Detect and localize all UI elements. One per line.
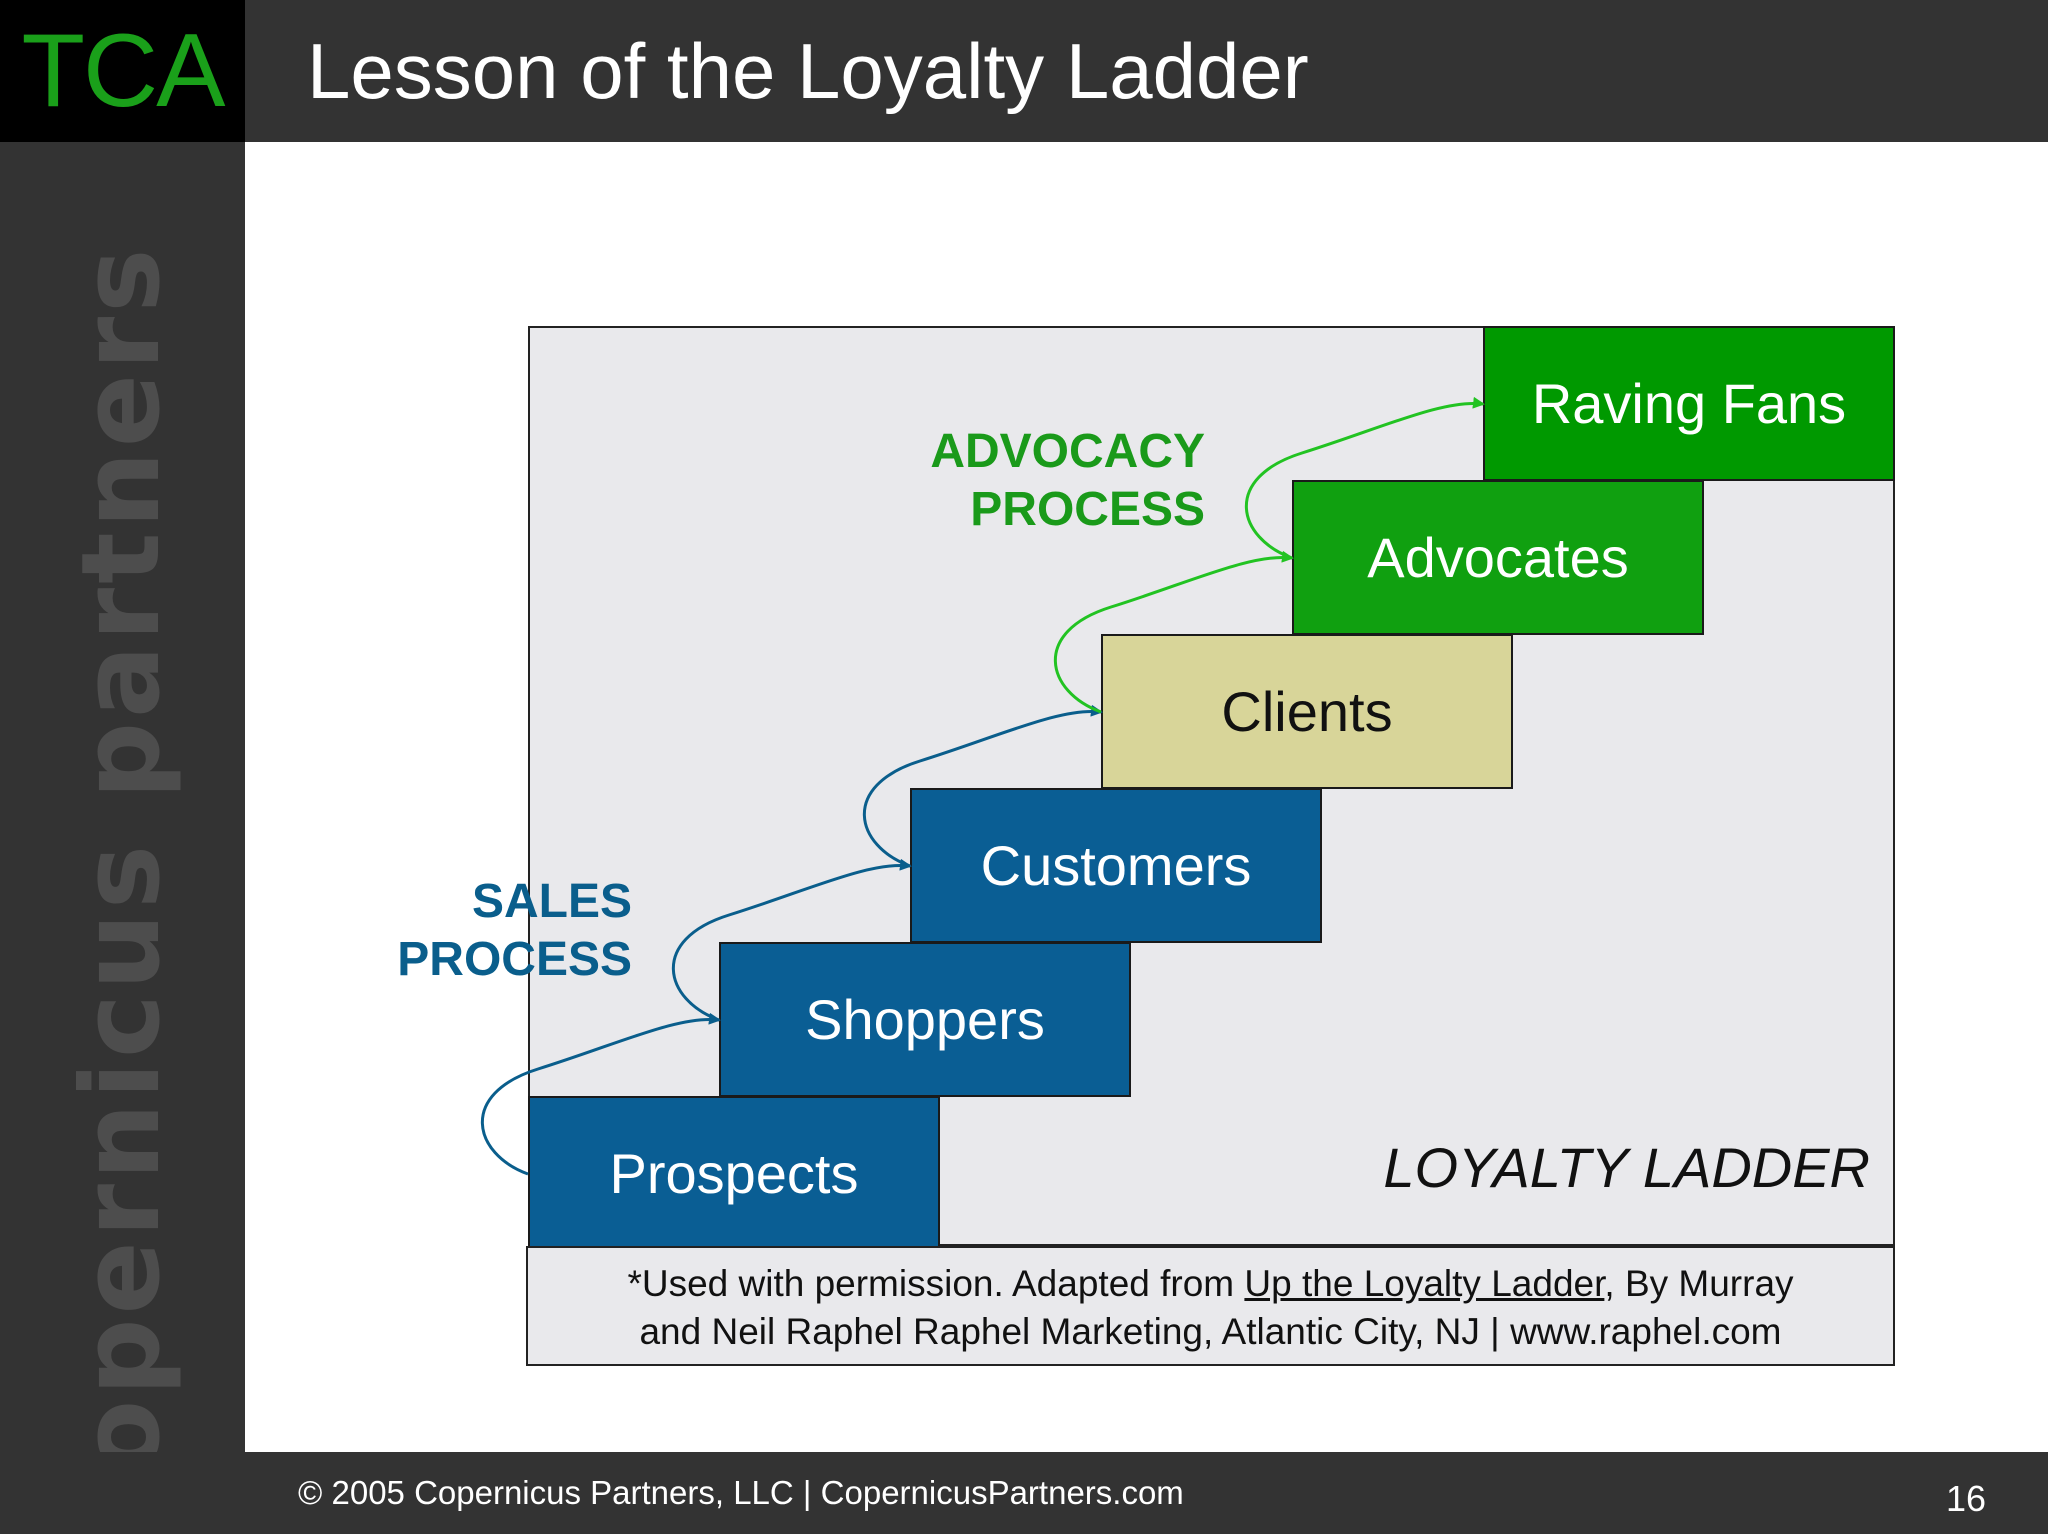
logo-box: TCA (0, 0, 245, 142)
step-clients: Clients (1101, 634, 1513, 789)
citation-prefix: *Used with permission. Adapted from (627, 1263, 1245, 1304)
sales-process-label: SALES PROCESS (397, 873, 632, 989)
sales-process-line1: SALES (471, 875, 632, 928)
step-customers: Customers (910, 788, 1322, 943)
citation-line2: and Neil Raphel Raphel Marketing, Atlant… (639, 1311, 1782, 1352)
citation-box: *Used with permission. Adapted from Up t… (526, 1246, 1895, 1366)
tca-logo: TCA (21, 13, 226, 129)
sidebar-watermark: copernicus partners (59, 244, 184, 1453)
step-shoppers: Shoppers (719, 942, 1131, 1097)
advocacy-process-line2: PROCESS (970, 483, 1205, 536)
footer-copyright: © 2005 Copernicus Partners, LLC | Copern… (298, 1474, 1184, 1511)
citation-book-title: Up the Loyalty Ladder (1244, 1263, 1605, 1304)
sidebar: copernicus partners (0, 142, 245, 1452)
citation-suffix: , By Murray (1604, 1263, 1794, 1304)
step-prospects: Prospects (528, 1096, 940, 1251)
step-raving-fans: Raving Fans (1483, 326, 1895, 481)
advocacy-process-line1: ADVOCACY (930, 425, 1205, 478)
ladder-title: LOYALTY LADDER (1383, 1136, 1870, 1199)
page-title: Lesson of the Loyalty Ladder (307, 27, 1309, 115)
citation-line1: *Used with permission. Adapted from Up t… (528, 1260, 1893, 1308)
header-bar: TCA Lesson of the Loyalty Ladder (0, 0, 2048, 142)
footer-bar: © 2005 Copernicus Partners, LLC | Copern… (0, 1452, 2048, 1534)
page-number: 16 (1945, 1478, 1986, 1519)
step-advocates: Advocates (1292, 480, 1704, 635)
advocacy-process-label: ADVOCACY PROCESS (930, 423, 1205, 539)
sales-process-line2: PROCESS (397, 933, 632, 986)
